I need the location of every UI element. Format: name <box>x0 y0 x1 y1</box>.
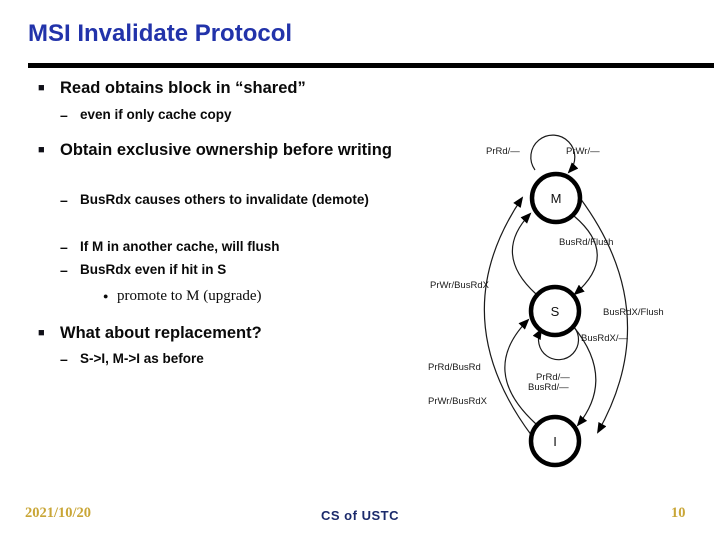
s-self-busrd-label: BusRd/— <box>528 382 569 393</box>
dash-bullet-icon: – <box>60 192 68 208</box>
state-diagram-svg: M S I PrRd/— PrWr/— BusRd/Flush PrWr/Bus… <box>428 134 664 468</box>
bullet-item: ■ What about replacement? <box>38 324 405 343</box>
s-to-i-arc <box>572 325 597 427</box>
bullet-item: ■ Obtain exclusive ownership before writ… <box>38 141 405 160</box>
state-i-label: I <box>553 434 557 449</box>
footer-page-number: 10 <box>671 505 686 521</box>
footer-org: CS of USTC <box>321 508 399 523</box>
m-to-s-arc <box>573 215 598 296</box>
footer-date: 2021/10/20 <box>25 505 92 521</box>
state-i-circle <box>528 414 582 468</box>
dash-bullet-icon: – <box>60 351 68 367</box>
s-to-m-label: PrWr/BusRdX <box>430 280 490 291</box>
bullet-item: – even if only cache copy <box>60 107 390 123</box>
i-to-m-arc <box>483 196 533 437</box>
bullet-text: What about replacement? <box>60 324 262 342</box>
dash-bullet-icon: – <box>60 107 68 123</box>
bullet-square-icon: ■ <box>38 144 45 156</box>
circle-bullet-icon: ● <box>103 291 109 301</box>
bullet-item: – S->I, M->I as before <box>60 351 390 367</box>
i-to-s-arc <box>504 318 537 425</box>
state-s-label: S <box>551 304 560 319</box>
m-to-s-label: BusRd/Flush <box>559 237 613 248</box>
bullet-square-icon: ■ <box>38 82 45 94</box>
bullet-text: promote to M (upgrade) <box>117 288 262 304</box>
bullet-text: BusRdx even if hit in S <box>80 262 227 277</box>
bullet-item: ■ Read obtains block in “shared” <box>38 79 405 98</box>
s-to-m-arc <box>511 212 537 295</box>
bullet-text: If M in another cache, will flush <box>80 239 280 254</box>
m-to-i-arc <box>579 197 629 434</box>
bullet-text: Read obtains block in “shared” <box>60 79 306 97</box>
i-to-m-label: PrWr/BusRdX <box>428 396 488 407</box>
m-to-i-label: BusRdX/Flush <box>603 307 664 318</box>
msi-state-diagram: M S I PrRd/— PrWr/— BusRd/Flush PrWr/Bus… <box>420 128 720 493</box>
bullet-text: S->I, M->I as before <box>80 351 204 366</box>
state-s-circle <box>528 284 582 338</box>
state-m-label: M <box>551 191 562 206</box>
slide-title: MSI Invalidate Protocol <box>28 20 293 47</box>
bullet-text: BusRdx causes others to invalidate (demo… <box>80 192 369 207</box>
dash-bullet-icon: – <box>60 262 68 278</box>
m-self-prrd-label: PrRd/— <box>486 146 520 157</box>
s-to-i-label: BusRdX/— <box>581 333 628 344</box>
bullet-square-icon: ■ <box>38 327 45 339</box>
bullet-item: – If M in another cache, will flush <box>60 239 390 255</box>
bullet-item: – BusRdx even if hit in S <box>60 262 390 278</box>
state-m-circle <box>529 171 583 225</box>
m-self-prwr-label: PrWr/— <box>566 146 600 157</box>
bullet-item: – BusRdx causes others to invalidate (de… <box>60 192 390 208</box>
dash-bullet-icon: – <box>60 239 68 255</box>
i-to-s-label: PrRd/BusRd <box>428 362 481 373</box>
s-self-prrd-label: PrRd/— <box>536 372 570 383</box>
bullet-text: even if only cache copy <box>80 107 232 122</box>
m-self-loop-arc <box>530 134 579 174</box>
bullet-item: ● promote to M (upgrade) <box>103 288 262 305</box>
s-self-loop-arc <box>532 326 580 361</box>
bullet-text: Obtain exclusive ownership before writin… <box>60 141 392 159</box>
title-divider-rule <box>28 63 714 68</box>
